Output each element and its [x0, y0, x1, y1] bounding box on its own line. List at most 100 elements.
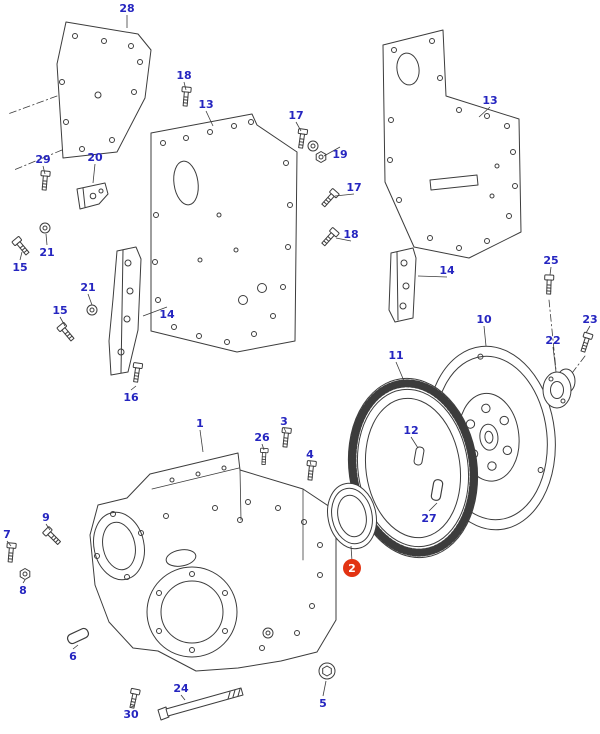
leader-line-30: [130, 705, 135, 708]
leader-line-25: [549, 266, 552, 276]
part-label-18-8: 18: [343, 228, 358, 241]
leader-line-12: [410, 436, 419, 449]
leader-line-11: [395, 361, 405, 382]
bolt-9: [41, 525, 63, 547]
part-label-15-10: 15: [12, 261, 27, 274]
bolt-16: [130, 361, 144, 384]
stud-26: [259, 447, 269, 466]
leader-line-27: [428, 502, 438, 512]
leader-line-16: [130, 385, 137, 391]
part-label-25-17: 25: [543, 254, 558, 267]
leader-line-21: [87, 293, 93, 306]
bolt-18b: [319, 226, 340, 248]
leader-line-17: [295, 121, 302, 132]
part-label-8-30: 8: [19, 584, 27, 597]
part-label-28-0: 28: [119, 2, 134, 15]
highlight-badge[interactable]: [343, 559, 361, 577]
leader-line-6: [72, 644, 79, 650]
part-6-dowel: [65, 626, 91, 646]
leader-line-7: [6, 540, 12, 547]
leader-line-14: [417, 275, 448, 278]
part-label-27-27: 27: [421, 512, 436, 525]
part-label-16-14: 16: [123, 391, 139, 404]
leader-line-29: [42, 165, 46, 175]
part-label-3-24: 3: [280, 415, 288, 428]
part-label-2-35[interactable]: 2: [348, 562, 356, 575]
bolt-25: [543, 274, 555, 295]
part-label-22-19: 22: [545, 334, 560, 347]
part-label-30-32: 30: [123, 708, 139, 721]
part-label-9-28: 9: [42, 511, 50, 524]
leader-line-20: [92, 163, 96, 184]
leader-line-24: [180, 694, 186, 701]
leader-line-13: [205, 110, 214, 127]
part-label-12-22: 12: [403, 424, 418, 437]
part-label-7-29: 7: [3, 528, 11, 541]
part-label-10-18: 10: [476, 313, 492, 326]
part-label-18-1: 18: [176, 69, 191, 82]
leader-line-26: [261, 443, 265, 451]
part-label-14-16: 14: [439, 264, 455, 277]
part-label-13-15: 13: [482, 94, 497, 107]
part-label-1-23: 1: [196, 417, 204, 430]
leader-line-15: [59, 316, 66, 327]
nut-8: [19, 568, 31, 580]
screw-17b: [319, 187, 340, 209]
leader-line-18: [335, 237, 352, 242]
part-label-21-11: 21: [80, 281, 95, 294]
washer-19: [307, 140, 319, 152]
bolt-23: [578, 331, 594, 354]
leader-line-3: [283, 427, 287, 433]
part-label-4-26: 4: [306, 448, 314, 461]
part-label-26-25: 26: [254, 431, 270, 444]
part-label-6-31: 6: [69, 650, 77, 663]
leader-line-2: [350, 545, 353, 562]
part-11-ring-gear: [347, 377, 479, 559]
leader-line-13: [478, 106, 491, 118]
leader-line-21: [45, 233, 48, 246]
part-28-mounting-plate: [56, 21, 152, 159]
leader-line-8: [22, 579, 26, 584]
leader-line-9: [45, 523, 51, 531]
leader-line-1: [199, 429, 204, 453]
part-label-21-9: 21: [39, 246, 54, 259]
leader-line-5: [322, 680, 327, 697]
leader-line-22: [552, 346, 557, 373]
part-label-13-2: 13: [198, 98, 213, 111]
part-label-24-33: 24: [173, 682, 189, 695]
part-24-long-bolt: [157, 687, 244, 721]
part-label-19-4: 19: [332, 148, 347, 161]
part-5-plug: [318, 662, 336, 680]
leader-line-14: [142, 306, 168, 317]
part-20-bracket: [76, 182, 109, 210]
part-label-17-3: 17: [288, 109, 303, 122]
bolt-30: [127, 687, 141, 710]
leader-line-10: [483, 325, 487, 347]
part-label-17-7: 17: [346, 181, 361, 194]
screw-17a: [295, 127, 309, 150]
part-13-plate-right: [382, 29, 522, 259]
leader-line-4: [309, 460, 312, 466]
leader-line-19: [323, 146, 341, 157]
part-14-bracket-right: [388, 247, 417, 323]
leader-line-15: [19, 251, 23, 261]
part-13-plate-left: [150, 113, 298, 353]
part-label-14-13: 14: [159, 308, 175, 321]
part-label-20-6: 20: [87, 151, 103, 164]
bolt-15b: [56, 321, 77, 344]
part-label-5-34: 5: [319, 697, 327, 710]
part-label-29-5: 29: [35, 153, 50, 166]
part-14-bracket-left: [108, 246, 142, 376]
nut-19: [315, 151, 327, 163]
leader-line-17: [334, 193, 355, 197]
part-22-adapter: [542, 368, 576, 409]
washer-21b: [86, 304, 98, 316]
bolt-3: [279, 427, 292, 448]
part-label-23-20: 23: [582, 313, 597, 326]
leader-line-23: [585, 325, 591, 334]
part-label-15-12: 15: [52, 304, 67, 317]
part-1-flywheel-housing: [89, 452, 337, 672]
